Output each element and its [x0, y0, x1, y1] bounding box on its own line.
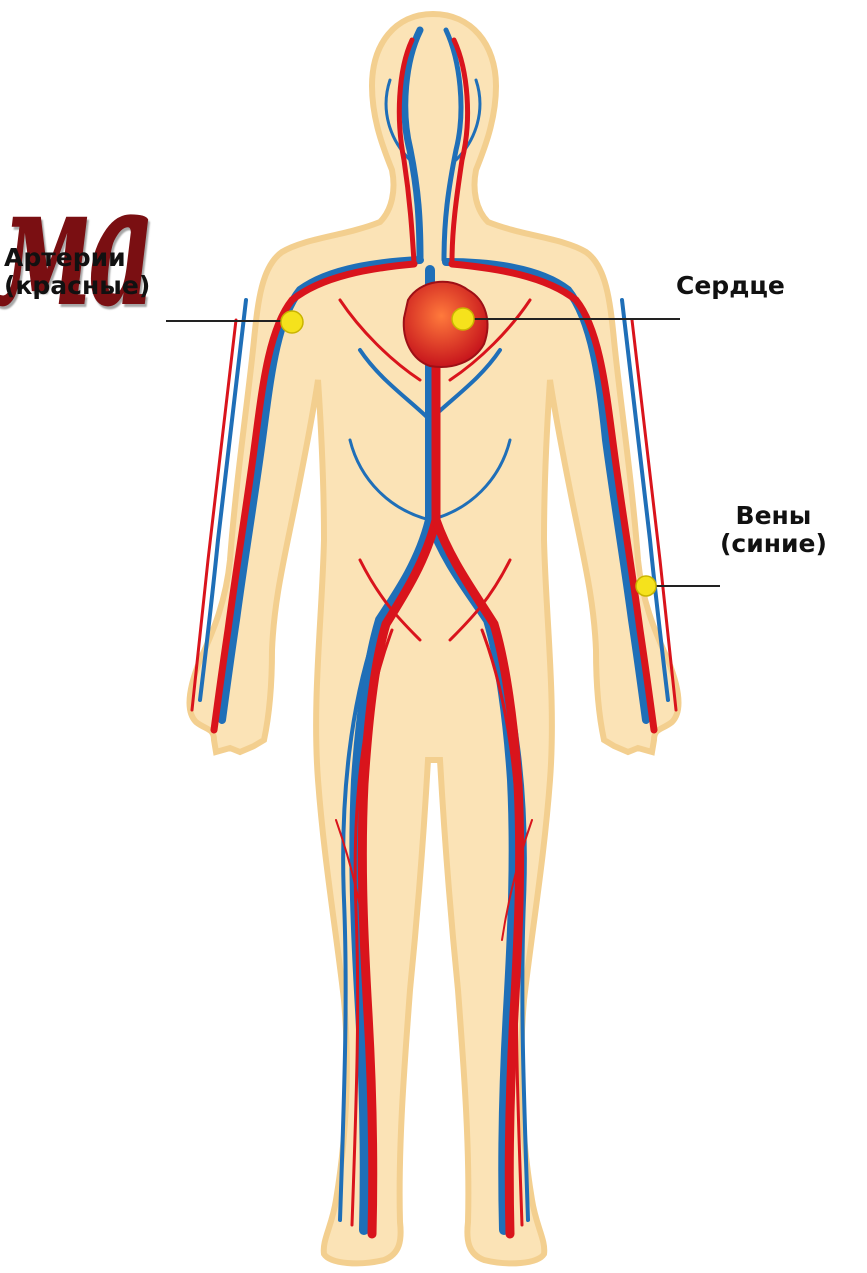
veins-label-line2: (синие) [720, 530, 827, 558]
veins-marker [636, 576, 656, 596]
body-silhouette [190, 14, 679, 1263]
heart-marker [452, 308, 474, 330]
arteries-label-line1: Артерии [4, 244, 150, 272]
arteries-label: Артерии (красные) [4, 244, 150, 300]
arteries-marker [281, 311, 303, 333]
veins-label-line1: Вены [720, 502, 827, 530]
heart-label: Сердце [676, 272, 785, 300]
arteries-label-line2: (красные) [4, 272, 150, 300]
heart-organ [404, 282, 488, 367]
heart-label-text: Сердце [676, 272, 785, 300]
veins-label: Вены (синие) [720, 502, 827, 558]
